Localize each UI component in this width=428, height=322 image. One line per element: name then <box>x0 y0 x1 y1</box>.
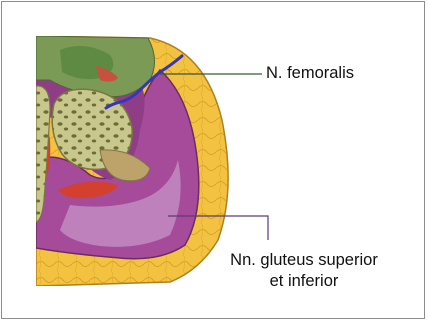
label-gluteal-nerves: Nn. gluteus superior et inferior <box>206 250 402 292</box>
label-gluteal-line-1: Nn. gluteus superior <box>206 250 402 271</box>
label-femoral-nerve: N. femoralis <box>266 63 354 84</box>
label-gluteal-line-2: et inferior <box>206 271 402 292</box>
